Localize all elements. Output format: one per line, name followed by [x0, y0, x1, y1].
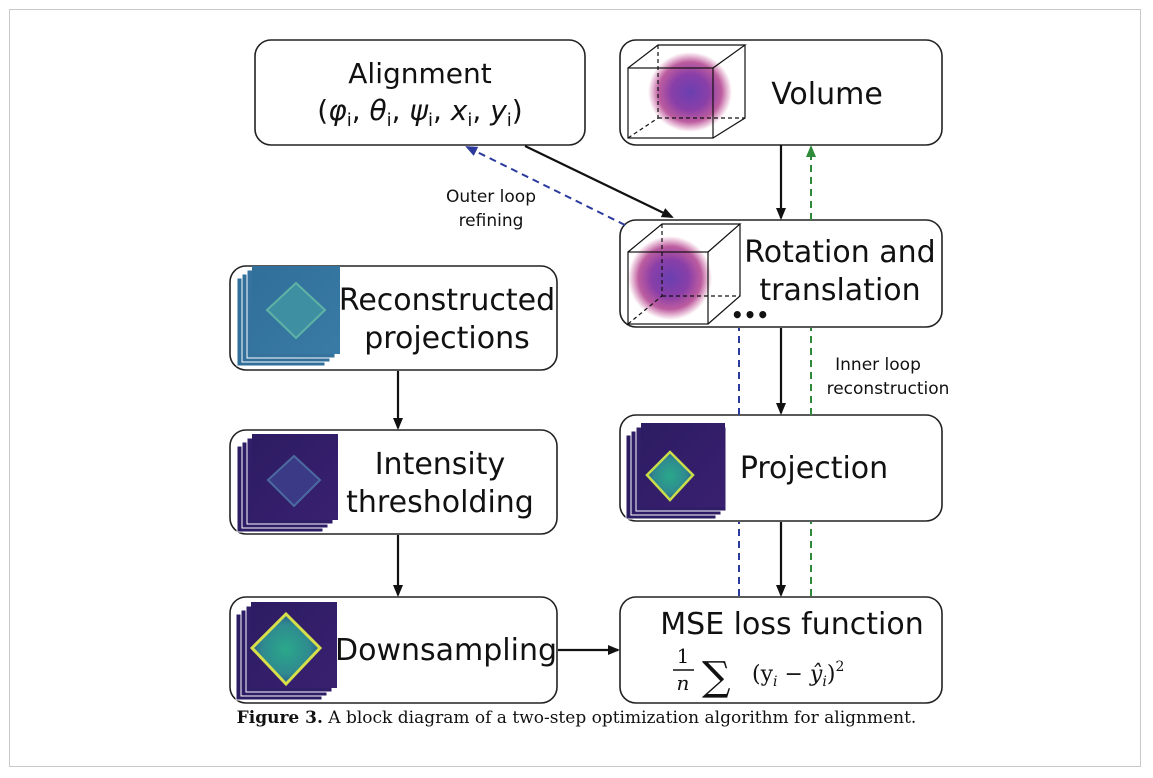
- projection-image-stack: [625, 423, 727, 520]
- inner-loop-label-2: reconstruction: [827, 379, 950, 399]
- rotation-line1: Rotation and: [744, 235, 935, 270]
- svg-text:∑: ∑: [702, 654, 731, 700]
- rotation-cube-image: [627, 223, 742, 325]
- svg-text:1: 1: [677, 644, 690, 668]
- volume-title: Volume: [771, 77, 883, 112]
- outer-loop-label-2: refining: [459, 211, 524, 231]
- alignment-title: Alignment: [348, 57, 491, 90]
- mse-formula: 1 n ∑ (yi − ŷi)2: [673, 644, 844, 700]
- downsampling-image-stack: [235, 602, 337, 701]
- alignment-params: (φi, θi, ψi, xi, yi): [317, 94, 522, 131]
- intensity-image-stack: [236, 434, 338, 533]
- intensity-line2: thresholding: [346, 485, 534, 520]
- rotation-ellipsis: •••: [731, 303, 769, 327]
- intensity-line1: Intensity: [375, 447, 506, 482]
- alignment-box: [254, 39, 586, 146]
- outer-loop-label-1: Outer loop: [446, 187, 536, 207]
- volume-cube-image: [627, 44, 747, 139]
- inner-loop-label-1: Inner loop: [835, 355, 921, 375]
- outer-loop-path: [465, 146, 740, 596]
- arrow-alignment-to-rotation: [524, 145, 674, 218]
- reconstructed-line1: Reconstructed: [339, 283, 555, 318]
- svg-text:n: n: [677, 671, 690, 695]
- caption-text: A block diagram of a two-step optimizati…: [322, 708, 917, 728]
- projection-title: Projection: [740, 451, 888, 486]
- mse-title: MSE loss function: [660, 607, 923, 642]
- reconstructed-line2: projections: [364, 321, 529, 356]
- downsampling-title: Downsampling: [335, 633, 557, 668]
- caption-label: Figure 3.: [236, 708, 323, 728]
- rotation-line2: translation: [759, 273, 920, 308]
- mse-box: [619, 596, 943, 704]
- reconstructed-image-stack: [236, 266, 340, 367]
- svg-text:(yi − ŷi)2: (yi − ŷi)2: [752, 659, 844, 690]
- figure-caption: Figure 3. A block diagram of a two-step …: [0, 708, 1153, 728]
